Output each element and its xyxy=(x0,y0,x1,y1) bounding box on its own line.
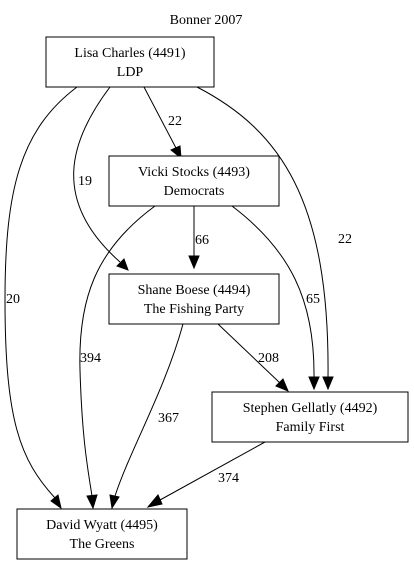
node-david-wyatt-party: The Greens xyxy=(70,537,135,552)
edge-vicki-shane: 66 xyxy=(188,206,209,270)
diagram-title: Bonner 2007 xyxy=(170,13,243,28)
edge-label-lisa-shane: 19 xyxy=(78,174,92,189)
node-vicki-stocks-name: Vicki Stocks (4493) xyxy=(138,165,250,180)
edge-label-lisa-stephen: 22 xyxy=(338,232,352,247)
edge-shane-stephen: 208 xyxy=(217,323,289,392)
node-shane-boese-name: Shane Boese (4494) xyxy=(138,283,251,298)
node-shane-boese[interactable]: Shane Boese (4494) The Fishing Party xyxy=(108,273,280,325)
node-vicki-stocks[interactable]: Vicki Stocks (4493) Democrats xyxy=(108,155,280,207)
node-stephen-gellatly-name: Stephen Gellatly (4492) xyxy=(243,401,378,416)
node-lisa-charles-name: Lisa Charles (4491) xyxy=(74,46,186,61)
node-stephen-gellatly-party: Family First xyxy=(276,420,345,435)
edge-lisa-stephen: 22 xyxy=(196,86,352,391)
edge-vicki-david: 394 xyxy=(79,205,156,510)
edge-shane-david: 367 xyxy=(109,323,184,510)
edge-vicki-stephen: 65 xyxy=(231,205,320,391)
edge-label-vicki-stephen: 65 xyxy=(306,292,320,307)
edge-label-vicki-david: 394 xyxy=(80,351,101,366)
edge-label-shane-stephen: 208 xyxy=(258,351,279,366)
edge-stephen-david: 374 xyxy=(146,441,266,508)
edge-label-lisa-david: 20 xyxy=(6,292,20,307)
node-david-wyatt-name: David Wyatt (4495) xyxy=(46,518,158,533)
edge-label-stephen-david: 374 xyxy=(218,471,239,486)
edge-label-lisa-vicki: 22 xyxy=(168,114,182,129)
node-david-wyatt[interactable]: David Wyatt (4495) The Greens xyxy=(16,508,188,560)
edge-lisa-shane: 19 xyxy=(73,86,129,271)
node-stephen-gellatly[interactable]: Stephen Gellatly (4492) Family First xyxy=(211,391,409,443)
node-vicki-stocks-party: Democrats xyxy=(164,184,225,199)
node-lisa-charles-party: LDP xyxy=(117,65,144,80)
node-lisa-charles[interactable]: Lisa Charles (4491) LDP xyxy=(45,36,215,88)
edge-lisa-david: 20 xyxy=(4,86,78,510)
node-shane-boese-party: The Fishing Party xyxy=(144,302,244,317)
edge-label-shane-david: 367 xyxy=(158,411,179,426)
edge-label-vicki-shane: 66 xyxy=(195,233,209,248)
edge-lisa-vicki: 22 xyxy=(143,86,182,160)
